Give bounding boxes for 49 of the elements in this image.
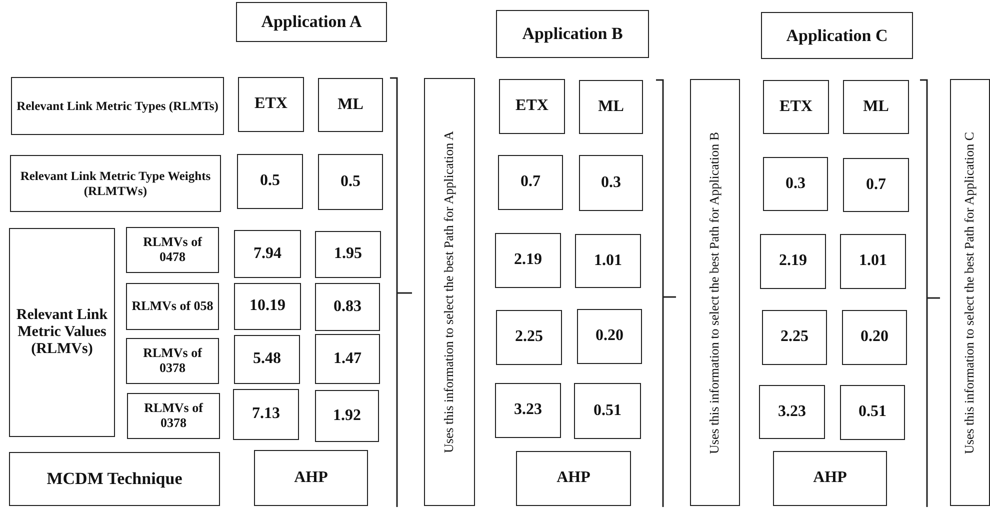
path-label: RLMVs of 0378	[127, 393, 220, 439]
metric-value: AHP	[773, 451, 887, 506]
row-label: MCDM Technique	[9, 452, 220, 506]
path-label: RLMVs of 0378	[126, 338, 219, 384]
metric-value: 3.23	[495, 383, 561, 438]
vertical-note: Uses this information to select the best Path for Application C	[950, 79, 990, 506]
vertical-note: Uses this information to select the best Path for Application B	[690, 79, 740, 506]
application-header: Application C	[761, 12, 913, 59]
row-label: Relevant Link Metric Types (RLMTs)	[11, 77, 224, 135]
metric-value: ETX	[238, 77, 304, 132]
metric-value: ML	[843, 80, 909, 134]
metric-value: 7.94	[234, 230, 301, 278]
row-label: Relevant Link Metric Values (RLMVs)	[9, 228, 115, 437]
metric-value: ML	[579, 80, 643, 134]
metric-value: 0.3	[579, 155, 643, 211]
row-label: Relevant Link Metric Type Weights (RLMTWs)	[10, 155, 221, 212]
metric-value: ML	[318, 78, 383, 132]
path-label: RLMVs of 0478	[126, 227, 219, 273]
application-header: Application A	[236, 2, 387, 42]
metric-value: 2.19	[760, 234, 826, 289]
metric-value: 3.23	[759, 385, 825, 439]
metric-value: 1.95	[315, 231, 381, 278]
metric-value: 10.19	[234, 283, 301, 330]
metric-value: 0.3	[763, 157, 828, 211]
vertical-note: Uses this information to select the best Path for Application A	[424, 78, 475, 506]
metric-value: 1.01	[575, 234, 641, 288]
metric-value: 1.47	[315, 334, 380, 384]
metric-value: 0.5	[237, 154, 303, 209]
metric-value: 0.51	[840, 385, 905, 440]
metric-value: 0.7	[498, 155, 563, 210]
path-label: RLMVs of 058	[126, 283, 219, 330]
metric-value: 7.13	[233, 389, 299, 440]
metric-value: 0.5	[318, 154, 383, 210]
metric-value: 0.51	[574, 383, 641, 439]
metric-value: 2.19	[495, 233, 561, 288]
metric-value: AHP	[254, 450, 368, 506]
metric-value: 2.25	[496, 310, 562, 365]
metric-value: ETX	[499, 79, 565, 134]
metric-value: 1.92	[315, 390, 379, 442]
metric-value: 1.01	[840, 234, 906, 289]
metric-value: 0.20	[842, 310, 907, 365]
metric-value: AHP	[516, 451, 631, 506]
metric-value: 5.48	[234, 335, 300, 384]
metric-value: 0.7	[843, 158, 909, 212]
metric-value: 0.83	[315, 283, 380, 331]
metric-value: ETX	[763, 80, 829, 134]
metric-value: 2.25	[762, 310, 827, 365]
application-header: Application B	[496, 10, 649, 58]
metric-value: 0.20	[577, 309, 642, 364]
